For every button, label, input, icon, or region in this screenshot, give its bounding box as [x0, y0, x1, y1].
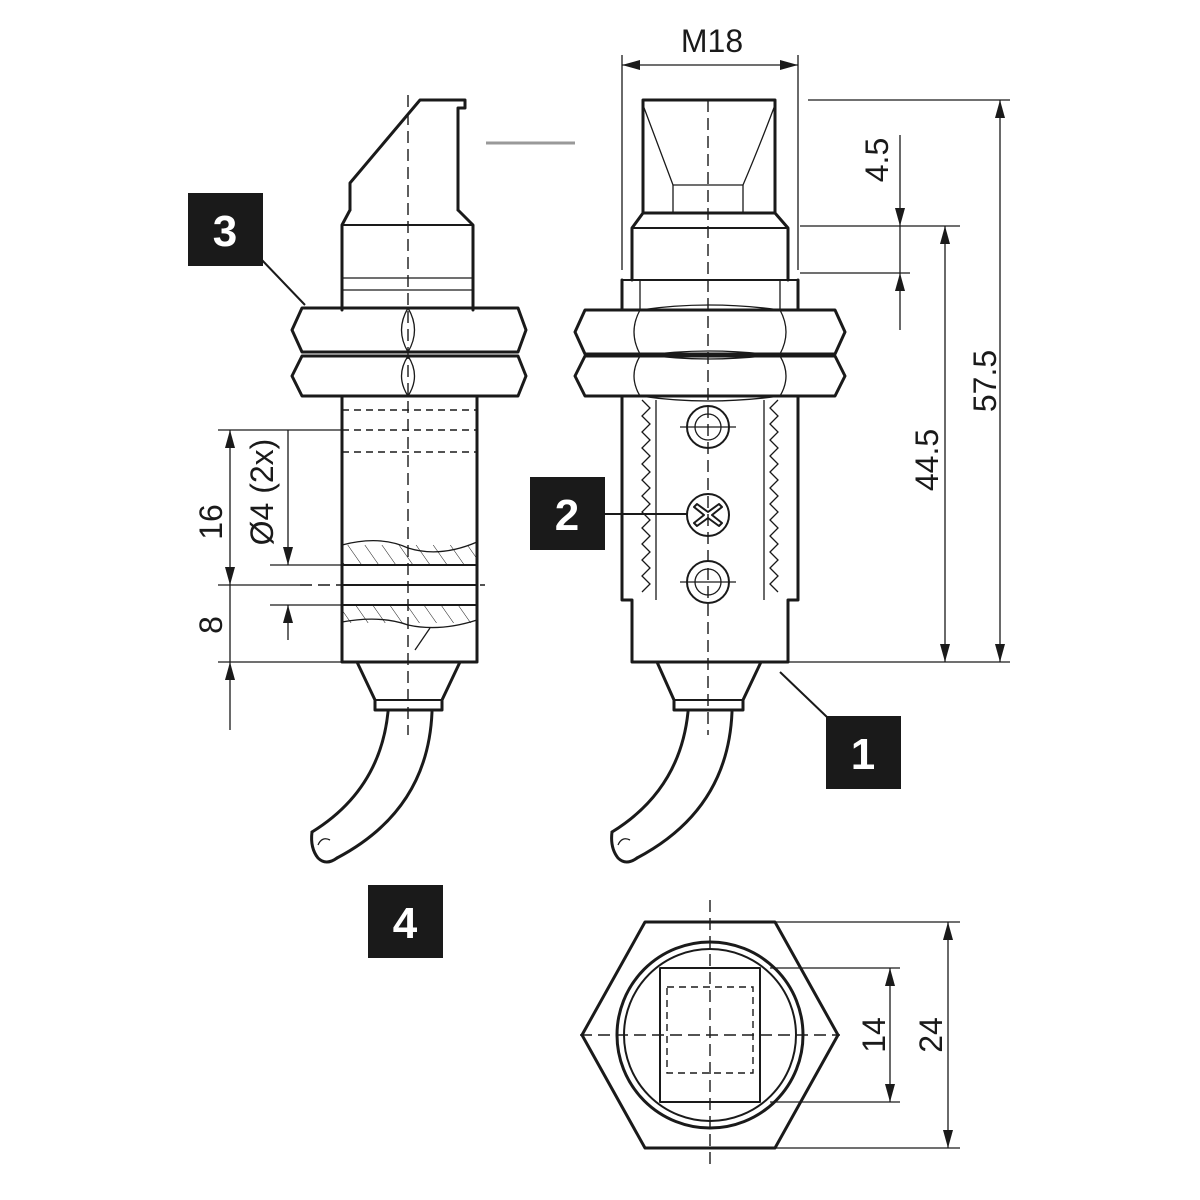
svg-text:4: 4 — [393, 899, 418, 948]
dim-hole-spacing: 16 — [193, 504, 229, 540]
callout-2: 2 — [530, 477, 688, 550]
side-view — [290, 95, 575, 864]
svg-text:1: 1 — [851, 730, 875, 779]
dim-thread-length: 44.5 — [909, 429, 945, 491]
callout-3: 3 — [188, 193, 306, 306]
dim-hole-diameter: Ø4 (2x) — [244, 439, 280, 546]
svg-text:2: 2 — [555, 491, 579, 540]
front-dimensions: M18 4.5 44.5 57.5 — [621, 23, 1010, 663]
front-view — [573, 98, 847, 864]
dim-front-length: 4.5 — [859, 138, 895, 182]
top-dimensions: 14 24 — [770, 921, 960, 1149]
dim-total-length: 57.5 — [967, 350, 1003, 412]
dim-hole-offset: 8 — [193, 616, 229, 634]
top-view — [580, 900, 840, 1170]
side-dimensions: 16 Ø4 (2x) 8 — [193, 429, 342, 730]
dim-window-width: 14 — [856, 1017, 892, 1053]
dim-thread: M18 — [681, 23, 743, 59]
dim-nut-width: 24 — [913, 1017, 949, 1053]
svg-text:3: 3 — [213, 207, 237, 256]
callout-4: 4 — [368, 885, 443, 958]
callout-1: 1 — [779, 671, 901, 789]
